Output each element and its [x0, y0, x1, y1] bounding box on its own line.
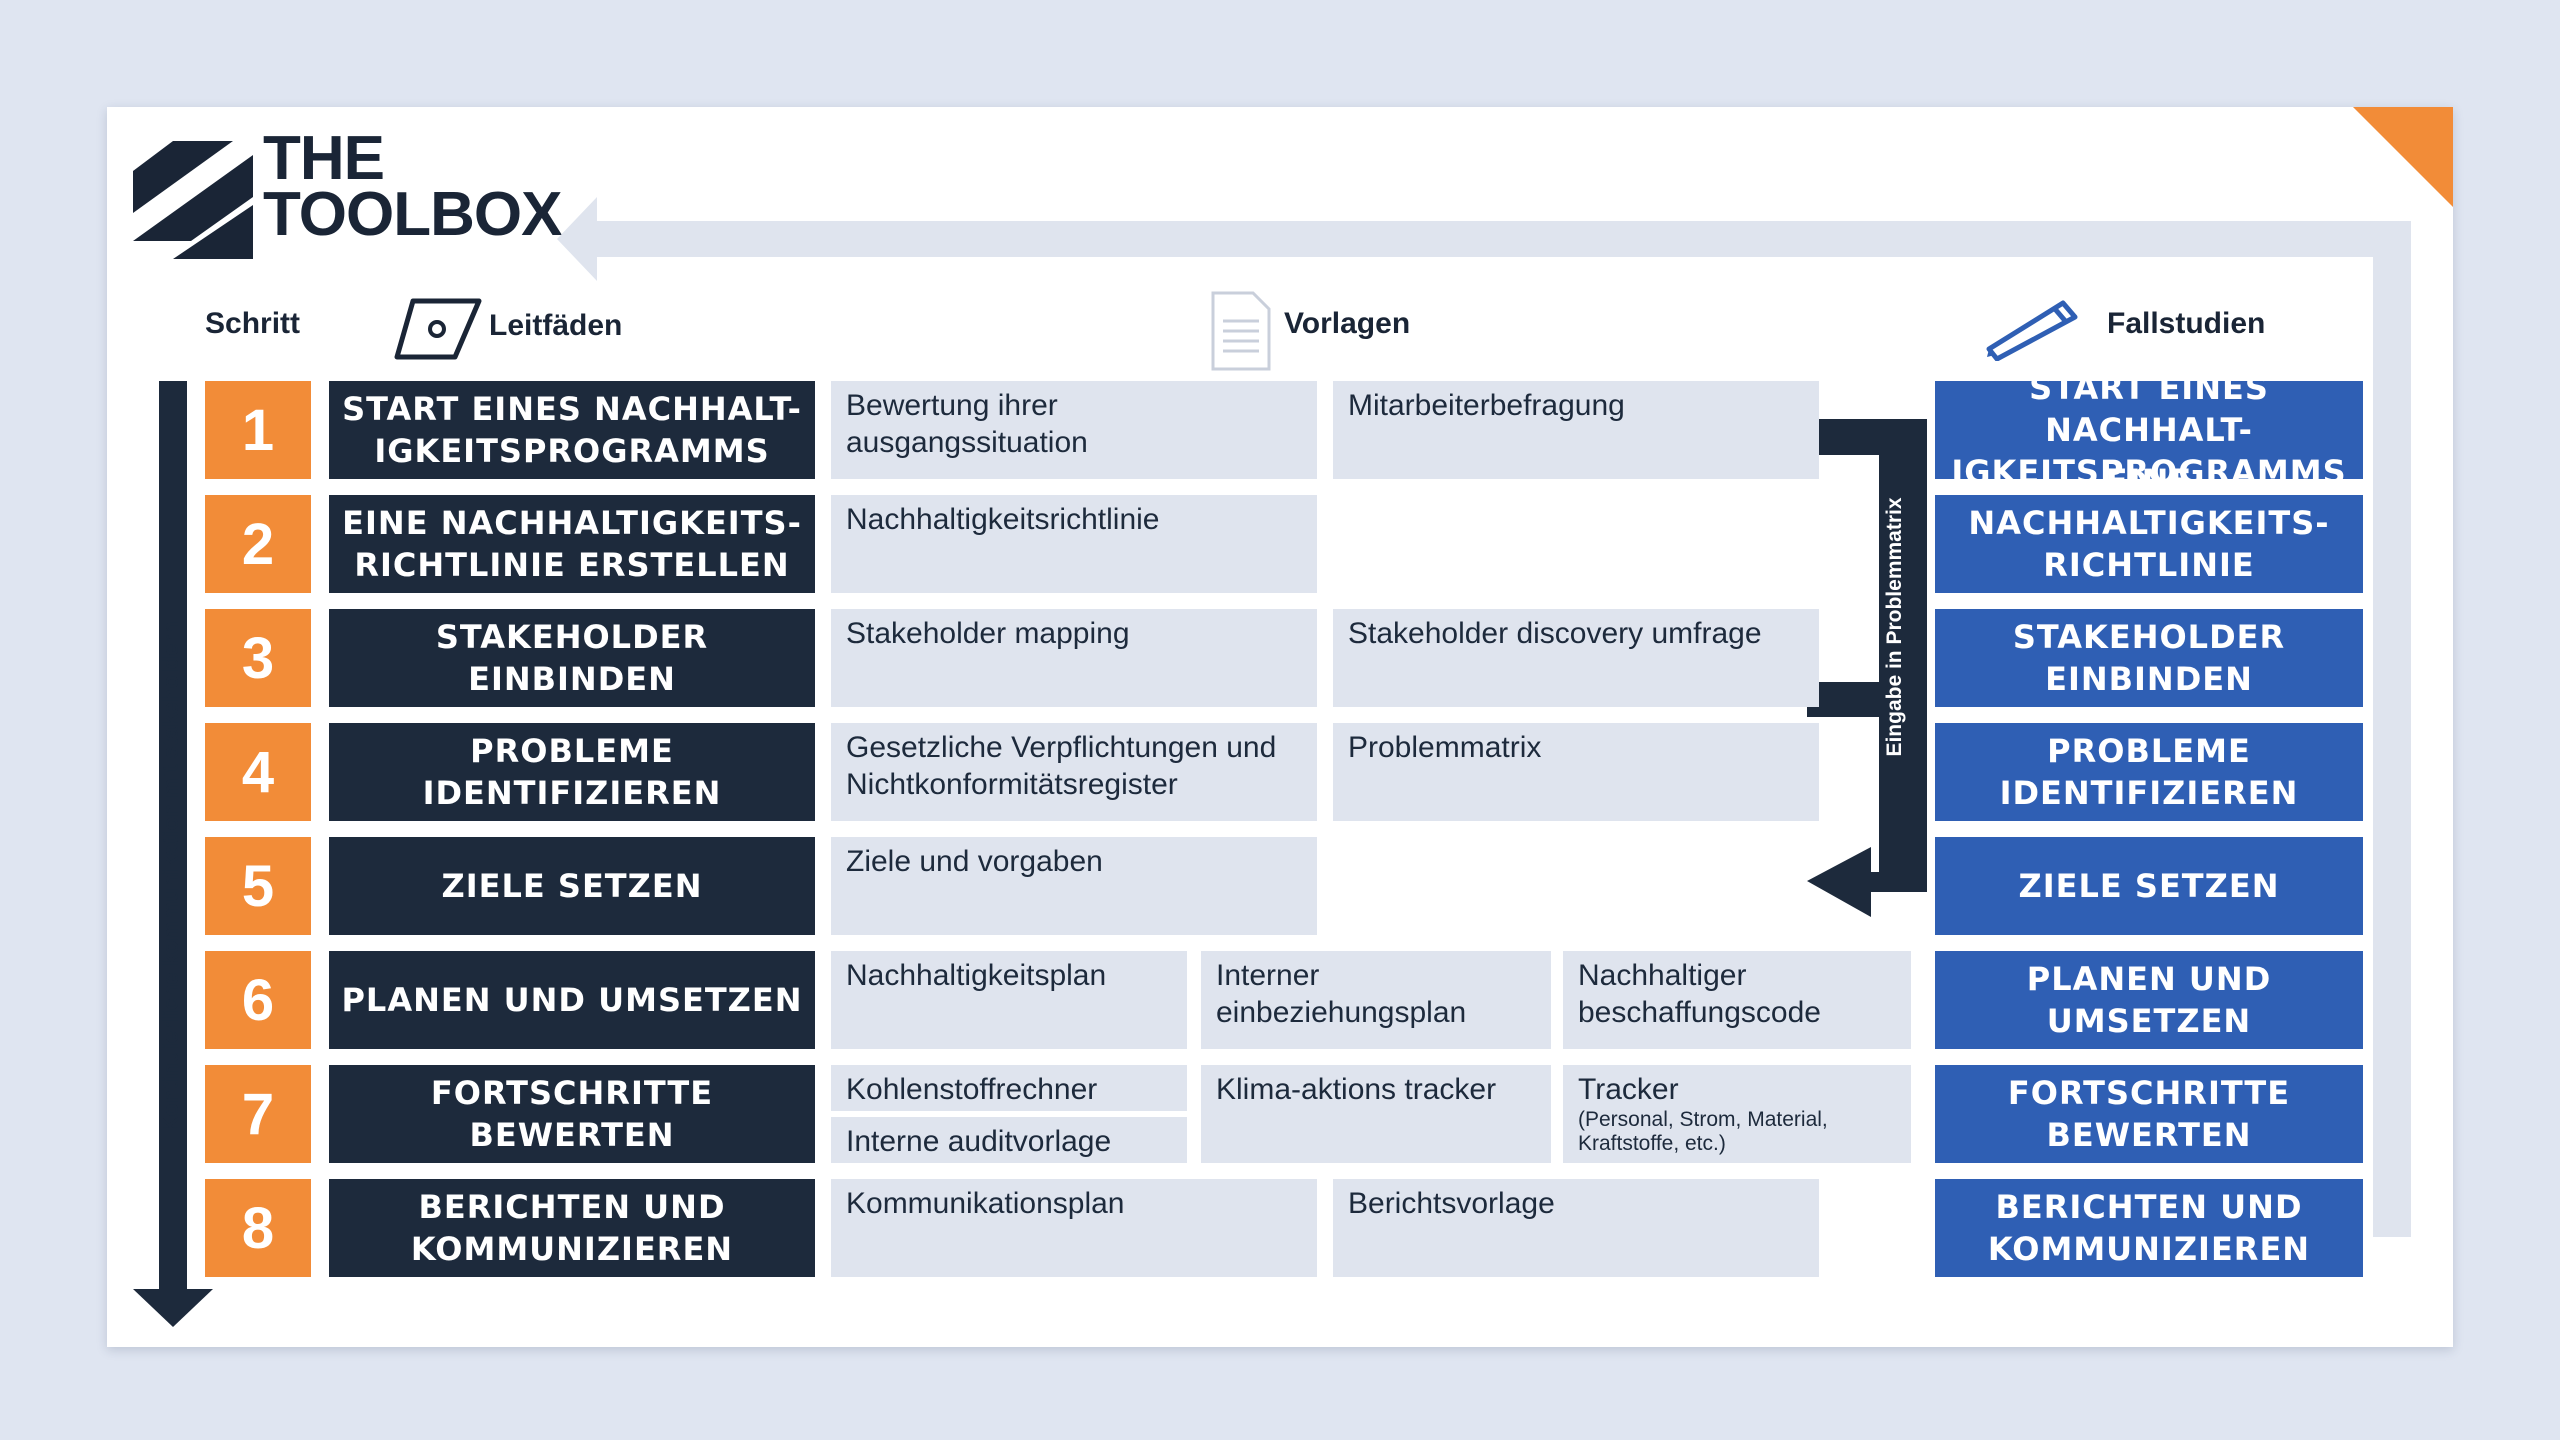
- template-cell[interactable]: Nachhaltigkeitsrichtlinie: [831, 495, 1317, 593]
- guide-button[interactable]: BERICHTEN UND KOMMUNIZIEREN: [329, 1179, 815, 1277]
- template-cell[interactable]: Stakeholder mapping: [831, 609, 1317, 707]
- bracket-label: Eingabe in Problemmatrix: [1883, 497, 1906, 757]
- template-cell[interactable]: Ziele und vorgaben: [831, 837, 1317, 935]
- case-study-button[interactable]: EINE NACHHALTIGKEITS-RICHTLINIE ERSTELLE…: [1935, 462, 2363, 626]
- logo-wordmark: THE TOOLBOX: [263, 124, 562, 249]
- compass-icon: [394, 298, 482, 360]
- logo-line-2: TOOLBOX: [263, 180, 562, 249]
- case-study-button[interactable]: BERICHTEN UND KOMMUNIZIEREN: [1935, 1179, 2363, 1277]
- guide-button[interactable]: EINE NACHHALTIGKEITS-RICHTLINIE ERSTELLE…: [329, 495, 815, 593]
- toolbox-card: THE TOOLBOX Schritt Leitfäden Vorlagen F…: [107, 107, 2453, 1347]
- template-cell[interactable]: Kommunikationsplan: [831, 1179, 1317, 1277]
- header-schritt: Schritt: [205, 307, 301, 340]
- guide-button[interactable]: START EINES NACHHALT-IGKEITSPROGRAMMS: [329, 381, 815, 479]
- down-arrow: [133, 381, 213, 1327]
- header-leitfaeden: Leitfäden: [489, 309, 623, 342]
- step-number: 3: [205, 609, 311, 707]
- header-vorlagen: Vorlagen: [1284, 307, 1411, 340]
- template-cell[interactable]: Berichtsvorlage: [1333, 1179, 1819, 1277]
- template-cell[interactable]: Tracker (Personal, Strom, Material, Kraf…: [1563, 1065, 1911, 1163]
- guide-button[interactable]: STAKEHOLDER EINBINDEN: [329, 609, 815, 707]
- case-study-button[interactable]: FORTSCHRITTE BEWERTEN: [1935, 1065, 2363, 1163]
- case-study-button[interactable]: STAKEHOLDER EINBINDEN: [1935, 609, 2363, 707]
- pencil-icon: [1986, 300, 2078, 361]
- side-label: Kontinuierliche kommunikation mit stakeh…: [158, 621, 183, 1133]
- step-number: 6: [205, 951, 311, 1049]
- template-cell[interactable]: Problemmatrix: [1333, 723, 1819, 821]
- step-number: 8: [205, 1179, 311, 1277]
- template-cell[interactable]: Bewertung ihrer ausgangssituation: [831, 381, 1317, 479]
- logo-line-1: THE: [263, 124, 385, 193]
- case-study-button[interactable]: PROBLEME IDENTIFIZIEREN: [1935, 723, 2363, 821]
- step-number: 2: [205, 495, 311, 593]
- case-study-button[interactable]: PLANEN UND UMSETZEN: [1935, 951, 2363, 1049]
- guide-button[interactable]: ZIELE SETZEN: [329, 837, 815, 935]
- template-cell[interactable]: Interne auditvorlage: [831, 1117, 1187, 1163]
- problemmatrix-bracket-arrow: [1807, 419, 1927, 917]
- template-cell[interactable]: Gesetzliche Verpflichtungen und Nichtkon…: [831, 723, 1317, 821]
- template-cell[interactable]: Stakeholder discovery umfrage: [1333, 609, 1819, 707]
- document-icon: [1211, 291, 1271, 371]
- step-number: 7: [205, 1065, 311, 1163]
- guide-button[interactable]: FORTSCHRITTE BEWERTEN: [329, 1065, 815, 1163]
- tracker-title: Tracker: [1578, 1073, 1679, 1106]
- tracker-subtitle: (Personal, Strom, Material, Kraftstoffe,…: [1578, 1108, 1828, 1155]
- template-cell[interactable]: Mitarbeiterbefragung: [1333, 381, 1819, 479]
- step-number: 1: [205, 381, 311, 479]
- case-study-button[interactable]: ZIELE SETZEN: [1935, 837, 2363, 935]
- header-fallstudien: Fallstudien: [2107, 307, 2266, 340]
- template-cell[interactable]: Nachhaltigkeitsplan: [831, 951, 1187, 1049]
- template-cell[interactable]: Klima-aktions tracker: [1201, 1065, 1551, 1163]
- template-cell[interactable]: Nachhaltiger beschaffungscode: [1563, 951, 1911, 1049]
- guide-button[interactable]: PROBLEME IDENTIFIZIEREN: [329, 723, 815, 821]
- step-number: 5: [205, 837, 311, 935]
- template-cell[interactable]: Kohlenstoffrechner: [831, 1065, 1187, 1111]
- corner-accent: [2353, 107, 2453, 207]
- template-cell[interactable]: Interner einbeziehungsplan: [1201, 951, 1551, 1049]
- step-number: 4: [205, 723, 311, 821]
- toolbox-logo-icon: [133, 141, 253, 259]
- guide-button[interactable]: PLANEN UND UMSETZEN: [329, 951, 815, 1049]
